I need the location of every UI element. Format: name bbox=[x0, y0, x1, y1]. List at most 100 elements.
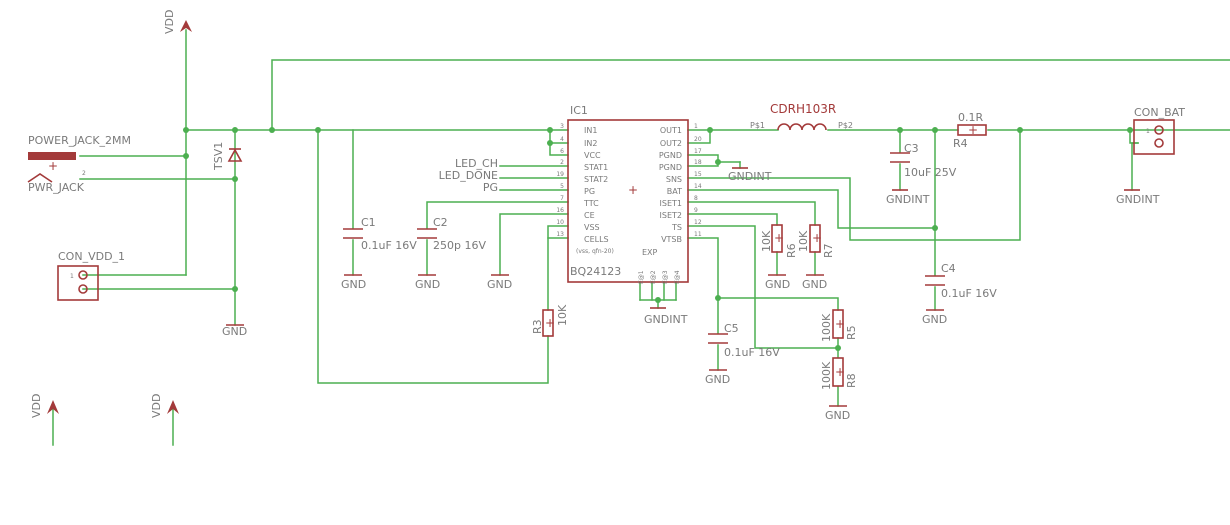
ic1-pin-name: PG bbox=[584, 187, 595, 196]
ic1-pin-num: 8 bbox=[694, 195, 698, 202]
vdd-symbol-left: VDD bbox=[30, 394, 59, 418]
c4-value: 0.1uF 16V bbox=[941, 287, 997, 300]
ic1-pin-name: VCC bbox=[584, 151, 601, 160]
origin-mark: + bbox=[835, 365, 845, 379]
origin-mark: + bbox=[835, 317, 845, 331]
ic1-pin-name: BAT bbox=[667, 187, 682, 196]
c5-value: 0.1uF 16V bbox=[724, 346, 780, 359]
c2-name: C2 bbox=[433, 216, 448, 229]
ic1-pin-name: PGND bbox=[659, 151, 682, 160]
ic1-pin-num: 20 bbox=[694, 136, 702, 143]
r6-value: 10K bbox=[760, 230, 773, 252]
gndint-symbols: GNDINT GNDINT GNDINT GNDINT bbox=[644, 167, 1160, 326]
pin-mark: 1 bbox=[70, 273, 74, 280]
ic1-pin-num: 17 bbox=[694, 148, 702, 155]
ic1[interactable]: IC1 BQ24123 (vss, qfn-20) EXP + 3 IN1 4 … bbox=[556, 104, 701, 284]
c4-name: C4 bbox=[941, 262, 956, 275]
vdd-symbol-top: VDD bbox=[163, 10, 192, 34]
ic1-origin-mark: + bbox=[628, 183, 638, 197]
ic1-pin-name: CELLS bbox=[584, 235, 609, 244]
r5-value: 100K bbox=[820, 313, 833, 342]
r5-name: R5 bbox=[845, 325, 858, 340]
gnd-label: GND bbox=[825, 409, 850, 422]
capacitor-c1[interactable]: C1 0.1uF 16V bbox=[343, 216, 417, 252]
ground-symbols: GND GND GND GND GND GND GND GND GND bbox=[222, 274, 947, 422]
origin-mark: + bbox=[774, 231, 784, 245]
ic1-tiny-text: (vss, qfn-20) bbox=[576, 248, 614, 255]
con-bat[interactable]: CON_BAT 1 bbox=[1133, 106, 1185, 155]
ic1-pin-name: OUT2 bbox=[660, 139, 682, 148]
ic1-pin-num: 7 bbox=[560, 195, 564, 202]
r4-value: 0.1R bbox=[958, 111, 983, 124]
ic1-pin-name: TS bbox=[671, 223, 682, 232]
gnd-label: GND bbox=[415, 278, 440, 291]
con-vdd-name: CON_VDD_1 bbox=[58, 250, 125, 263]
gnd-label: GND bbox=[705, 373, 730, 386]
origin-mark: + bbox=[968, 123, 978, 137]
capacitor-c5[interactable]: C5 0.1uF 16V bbox=[708, 322, 780, 359]
r6-name: R6 bbox=[785, 243, 798, 258]
c5-name: C5 bbox=[724, 322, 739, 335]
inductor-pin1: P$1 bbox=[750, 121, 765, 130]
ic1-pin-name: CE bbox=[584, 211, 595, 220]
ic1-pin-num: 3 bbox=[560, 123, 564, 130]
r3-name: R3 bbox=[531, 319, 544, 334]
power-jack-name: POWER_JACK_2MM bbox=[28, 134, 131, 147]
origin-mark: + bbox=[545, 316, 555, 330]
r4-name: R4 bbox=[953, 137, 968, 150]
r8-value: 100K bbox=[820, 361, 833, 390]
ic1-exp-pin: E@3 bbox=[662, 270, 669, 284]
r3-value: 10K bbox=[556, 304, 569, 326]
junctions bbox=[183, 127, 1133, 351]
gndint-label: GNDINT bbox=[1116, 193, 1160, 206]
resistor-r7[interactable]: + 10K R7 bbox=[797, 224, 835, 258]
con-vdd[interactable]: CON_VDD_1 1 bbox=[57, 250, 125, 301]
gnd-label: GND bbox=[922, 313, 947, 326]
ic1-pin-name: SNS bbox=[666, 175, 682, 184]
ic1-pin-name: IN1 bbox=[584, 126, 597, 135]
capacitor-c2[interactable]: C2 250p 16V bbox=[417, 216, 486, 252]
ic1-name: IC1 bbox=[570, 104, 588, 117]
resistor-r3[interactable]: + R3 10K bbox=[531, 304, 569, 337]
r8-name: R8 bbox=[845, 373, 858, 388]
net-label-pg: PG bbox=[483, 181, 498, 194]
ic1-pin-num: 19 bbox=[556, 171, 564, 178]
ic1-right-pins: 1 OUT1 20 OUT2 17 PGND 18 PGND 15 SNS 14… bbox=[659, 123, 702, 244]
capacitor-c4[interactable]: C4 0.1uF 16V bbox=[925, 262, 997, 300]
c1-value: 0.1uF 16V bbox=[361, 239, 417, 252]
gndint-label: GNDINT bbox=[886, 193, 930, 206]
tvs-diode[interactable]: TSV1 bbox=[212, 142, 243, 171]
power-jack[interactable]: POWER_JACK_2MM PWR_JACK 2 + bbox=[27, 134, 131, 194]
ic1-exp-pin: E@1 bbox=[638, 270, 645, 284]
gndint-label: GNDINT bbox=[644, 313, 688, 326]
resistor-r8[interactable]: + 100K R8 bbox=[820, 357, 858, 390]
net-label-led-ch: LED_CH bbox=[455, 157, 498, 170]
origin-mark: + bbox=[812, 231, 822, 245]
ic1-pin-num: 5 bbox=[560, 183, 564, 190]
vdd-symbol-right: VDD bbox=[150, 394, 179, 418]
ic1-pin-num: 9 bbox=[694, 207, 698, 214]
wires bbox=[52, 29, 1230, 446]
ic1-pin-num: 18 bbox=[694, 159, 702, 166]
resistor-r4[interactable]: + 0.1R R4 bbox=[953, 111, 987, 150]
tvs-name: TSV1 bbox=[212, 142, 225, 171]
resistor-r6[interactable]: + 10K R6 bbox=[760, 224, 798, 258]
pin-mark: 2 bbox=[82, 170, 86, 177]
ic1-part: BQ24123 bbox=[570, 265, 621, 278]
c2-value: 250p 16V bbox=[433, 239, 486, 252]
ic1-pin-num: 1 bbox=[694, 123, 698, 130]
inductor-cdrh103r[interactable]: CDRH103R P$1 P$2 bbox=[750, 102, 853, 131]
ic1-pin-name: ISET1 bbox=[660, 199, 682, 208]
gnd-label: GND bbox=[802, 278, 827, 291]
ic1-pin-num: 12 bbox=[694, 219, 702, 226]
ic1-pin-name: IN2 bbox=[584, 139, 597, 148]
ic1-pin-num: 13 bbox=[556, 231, 564, 238]
power-jack-value: PWR_JACK bbox=[28, 181, 85, 194]
r7-value: 10K bbox=[797, 230, 810, 252]
ic1-pin-name: VSS bbox=[584, 223, 600, 232]
gnd-label: GND bbox=[341, 278, 366, 291]
inductor-name: CDRH103R bbox=[770, 102, 836, 116]
resistor-r5[interactable]: + 100K R5 bbox=[820, 309, 858, 342]
capacitor-c3[interactable]: C3 10uF 25V bbox=[890, 142, 957, 179]
